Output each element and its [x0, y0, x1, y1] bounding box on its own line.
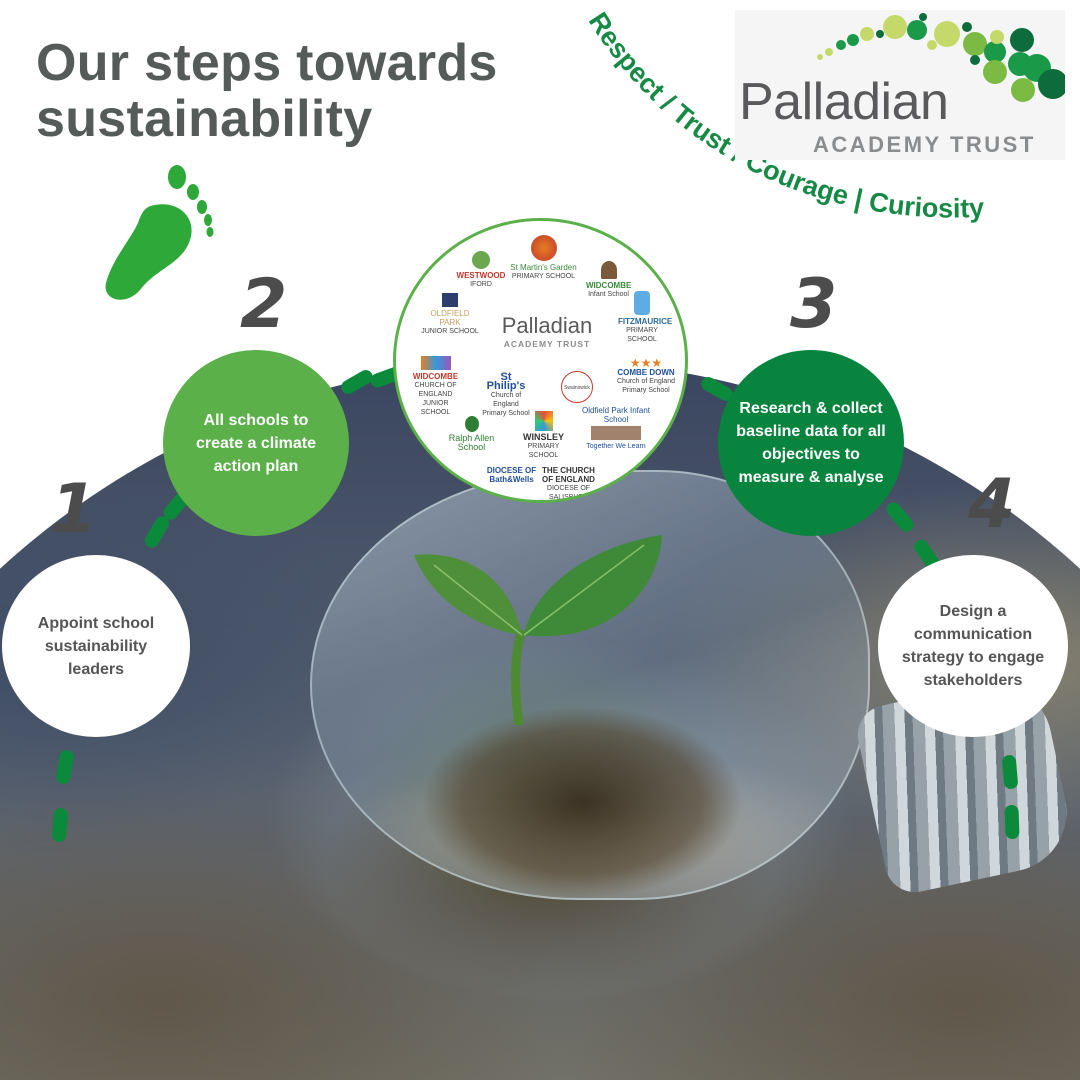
step-number-1: 1: [50, 470, 98, 549]
step-1-text: Appoint school sustainability leaders: [37, 614, 155, 678]
step-3-text: Research & collect baseline data for all…: [736, 400, 886, 486]
step-number-4: 4: [968, 465, 1016, 544]
center-palladian-logo: Palladian ACADEMY TRUST: [501, 313, 593, 349]
school-logo: Oldfield Park Infant School Together We …: [581, 406, 651, 450]
title-line-2: sustainability: [36, 90, 373, 148]
palladian-logo: Palladian ACADEMY TRUST: [735, 10, 1065, 160]
school-logo: Swainswick: [561, 371, 593, 403]
logo-subtitle: ACADEMY TRUST: [813, 132, 1036, 157]
step-4-circle: Design a communication strategy to engag…: [878, 555, 1068, 737]
sprout-icon: [414, 535, 662, 725]
step-3-circle: Research & collect baseline data for all…: [718, 350, 904, 536]
path-dash: [1004, 804, 1020, 840]
title-line-1: Our steps towards: [36, 34, 498, 92]
step-4-text: Design a communication strategy to engag…: [901, 603, 1045, 689]
school-logo: DIOCESE OF Bath&Wells: [486, 466, 537, 484]
school-logo: Ralph Allen School: [434, 416, 509, 452]
footprint-icon: [105, 165, 214, 300]
step-2-text: All schools to create a climate action p…: [195, 411, 317, 475]
step-number-2: 2: [240, 265, 288, 344]
step-2-circle: All schools to create a climate action p…: [163, 350, 349, 536]
lightbulb-terrarium-image: [310, 470, 870, 900]
logo-wordmark: Palladian: [739, 73, 949, 131]
logo-dots-icon: [817, 13, 1065, 102]
step-number-3: 3: [790, 265, 838, 344]
step-1-circle: Appoint school sustainability leaders: [2, 555, 190, 737]
path-dash: [1001, 754, 1019, 790]
page-title: Our steps towards sustainability: [36, 35, 498, 147]
